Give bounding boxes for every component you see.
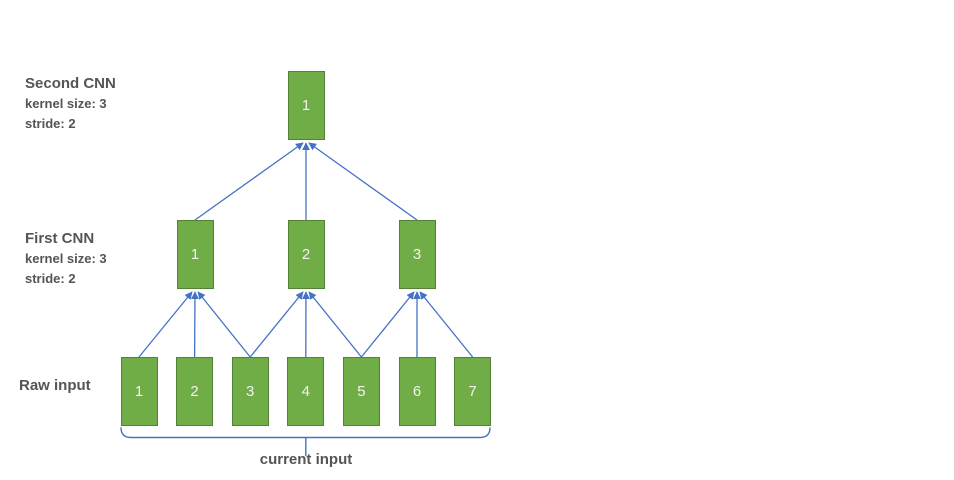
second-cnn-kernel-size: kernel size: 3 xyxy=(25,96,107,111)
connection-line xyxy=(249,291,304,358)
first-cnn-title: First CNN xyxy=(25,230,95,247)
first-cnn-kernel-size: kernel size: 3 xyxy=(25,251,107,266)
first-cnn-label-block: First CNN kernel size: 3 stride: 2 xyxy=(25,229,107,289)
raw-input-label-block: Raw input xyxy=(19,376,91,396)
connection-line xyxy=(360,291,415,358)
second-cnn-node-1: 1 xyxy=(287,71,325,140)
connection-line xyxy=(308,142,418,221)
connection-line xyxy=(197,291,251,358)
first-cnn-node-1: 1 xyxy=(176,220,214,289)
second-cnn-stride: stride: 2 xyxy=(25,116,76,131)
first-cnn-node-2: 2 xyxy=(287,220,325,289)
first-cnn-node-3: 3 xyxy=(398,220,436,289)
second-cnn-title: Second CNN xyxy=(25,75,116,92)
second-cnn-label-block: Second CNN kernel size: 3 stride: 2 xyxy=(25,74,116,134)
connection-line xyxy=(138,291,193,358)
current-input-label: current input xyxy=(259,451,353,468)
raw-input-title: Raw input xyxy=(19,377,91,394)
raw-input-node-7: 7 xyxy=(454,357,492,426)
connection-line xyxy=(419,291,474,358)
raw-input-node-4: 4 xyxy=(287,357,325,426)
connection-line xyxy=(308,291,362,358)
connection-line xyxy=(194,142,304,221)
raw-input-node-2: 2 xyxy=(176,357,214,426)
raw-input-node-6: 6 xyxy=(398,357,436,426)
raw-input-node-1: 1 xyxy=(120,357,158,426)
raw-input-node-5: 5 xyxy=(342,357,380,426)
brace xyxy=(120,427,491,439)
first-cnn-stride: stride: 2 xyxy=(25,271,76,286)
raw-input-node-3: 3 xyxy=(231,357,269,426)
